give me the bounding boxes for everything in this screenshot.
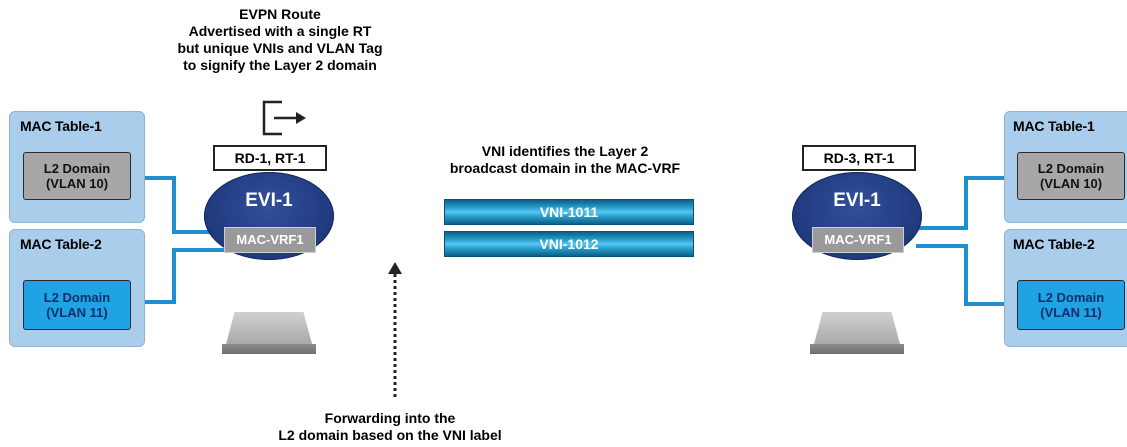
router-left-base (222, 344, 316, 354)
evpn-route-title: EVPN Route (239, 6, 321, 22)
mac-table-title: MAC Table-1 (1013, 118, 1095, 134)
mac-table-title: MAC Table-1 (20, 118, 102, 134)
l2-domain-label: L2 Domain (43, 290, 111, 305)
mac-table-title: MAC Table-2 (1013, 236, 1095, 252)
vni-tunnel-1011[interactable]: VNI-1011 (444, 199, 694, 225)
router-left-top (226, 312, 312, 344)
l2-domain-vlan11[interactable]: L2 Domain (VLAN 11) (23, 280, 131, 330)
mac-table-1-left: MAC Table-1 L2 Domain (VLAN 10) (9, 111, 145, 223)
caption-line: to signify the Layer 2 domain (183, 57, 377, 73)
export-arrow-icon (262, 100, 306, 136)
mac-table-title: MAC Table-2 (20, 236, 102, 252)
rd-rt-label-right: RD-3, RT-1 (802, 145, 916, 171)
evi-label-left: EVI-1 (245, 190, 293, 211)
l2-domain-label: L2 Domain (43, 161, 111, 176)
mac-vrf-right[interactable]: MAC-VRF1 (812, 227, 904, 253)
mac-table-2-right: MAC Table-2 L2 Domain (VLAN 11) (1004, 229, 1127, 347)
vni-caption: VNI identifies the Layer 2 broadcast dom… (415, 143, 715, 177)
vlan-label: (VLAN 11) (46, 305, 108, 320)
link-left-vlan11 (128, 248, 226, 304)
vlan-label: (VLAN 11) (1040, 305, 1102, 320)
caption-line: VNI identifies the Layer 2 (481, 143, 649, 159)
caption-line: but unique VNIs and VLAN Tag (177, 40, 383, 56)
router-right-base (810, 344, 904, 354)
l2-domain-vlan10-right[interactable]: L2 Domain (VLAN 10) (1017, 152, 1125, 200)
caption-line: L2 domain based on the VNI label (278, 427, 502, 443)
l2-domain-label: L2 Domain (1037, 161, 1105, 176)
l2-domain-vlan10[interactable]: L2 Domain (VLAN 10) (23, 152, 131, 200)
l2-domain-vlan11-right[interactable]: L2 Domain (VLAN 11) (1017, 280, 1125, 330)
router-right-top (814, 312, 900, 344)
evpn-route-caption: EVPN Route Advertised with a single RT b… (140, 6, 420, 74)
link-left-vlan10 (128, 176, 226, 234)
mac-table-1-right: MAC Table-1 L2 Domain (VLAN 10) (1004, 111, 1127, 223)
vlan-label: (VLAN 10) (45, 176, 109, 191)
rd-rt-label-left: RD-1, RT-1 (213, 145, 327, 171)
caption-line: Forwarding into the (324, 410, 456, 426)
link-right-vlan11 (916, 244, 1016, 306)
evi-label-right: EVI-1 (833, 190, 881, 211)
caption-line: broadcast domain in the MAC-VRF (449, 160, 681, 176)
up-dotted-arrow-icon (388, 262, 402, 398)
caption-line: Advertised with a single RT (188, 23, 372, 39)
mac-vrf-left[interactable]: MAC-VRF1 (224, 227, 316, 253)
vni-tunnel-1012[interactable]: VNI-1012 (444, 231, 694, 257)
mac-table-2-left: MAC Table-2 L2 Domain (VLAN 11) (9, 229, 145, 347)
forwarding-caption: Forwarding into the L2 domain based on t… (230, 410, 550, 444)
l2-domain-label: L2 Domain (1037, 290, 1105, 305)
link-right-vlan10 (916, 176, 1016, 230)
vlan-label: (VLAN 10) (1039, 176, 1103, 191)
